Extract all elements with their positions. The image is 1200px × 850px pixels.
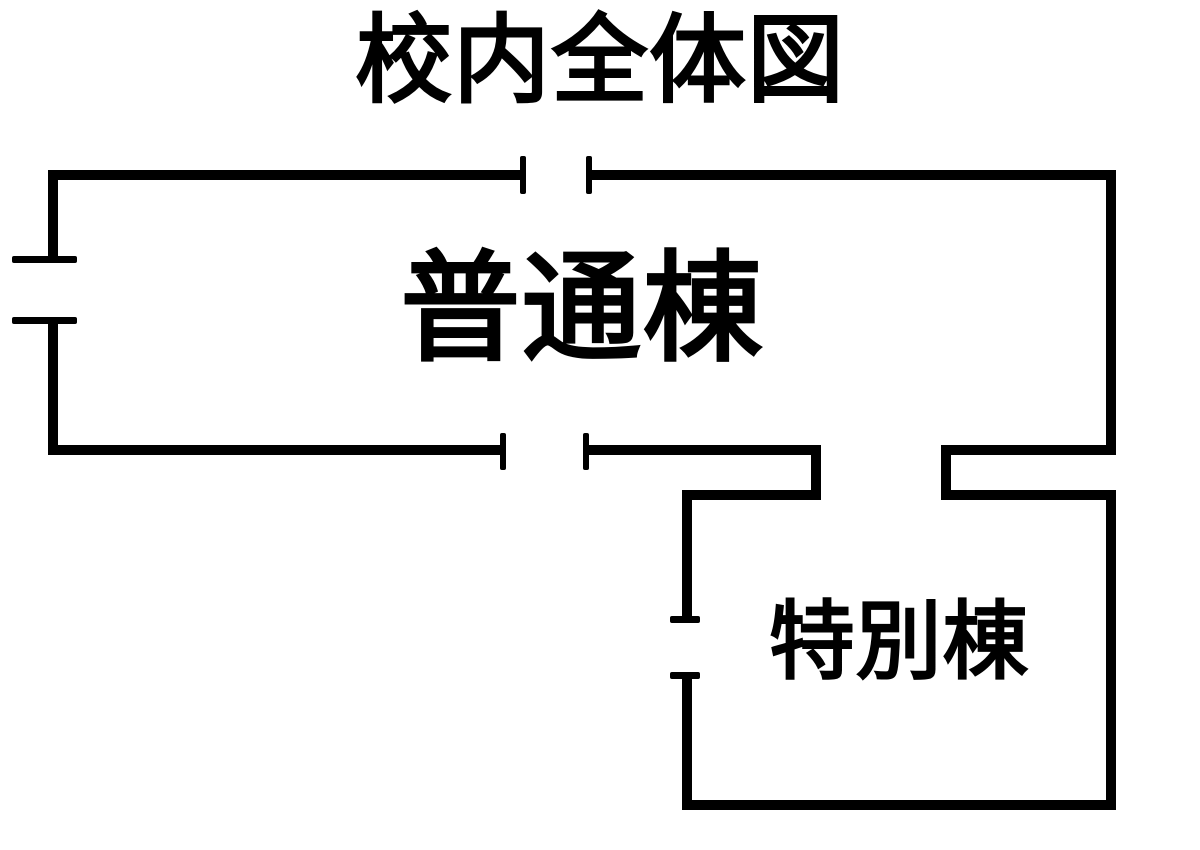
page-title: 校内全体図 xyxy=(355,4,845,117)
corridor-left-wall xyxy=(811,445,821,500)
special-left-entrance-tick-lower-icon xyxy=(670,672,700,679)
main-building-bottom-wall-middle-segment xyxy=(586,445,821,455)
main-top-entrance-tick-right-icon xyxy=(586,156,592,194)
main-left-entrance-tick-upper-icon xyxy=(12,256,77,263)
main-building-left-wall-lower-segment xyxy=(48,320,58,455)
special-building-top-wall-left-segment xyxy=(682,490,821,500)
main-building-bottom-wall-right-segment xyxy=(941,445,1116,455)
main-bottom-entrance-tick-left-icon xyxy=(500,433,506,470)
special-building-top-wall-right-segment xyxy=(941,490,1116,500)
special-building-left-wall-upper-segment xyxy=(682,490,692,620)
main-building-label: 普通棟 xyxy=(400,240,764,379)
special-building-right-wall xyxy=(1106,490,1116,810)
main-left-entrance-tick-lower-icon xyxy=(12,317,77,324)
special-left-entrance-tick-upper-icon xyxy=(670,616,700,623)
corridor-right-wall xyxy=(941,445,951,500)
special-building-left-wall-lower-segment xyxy=(682,677,692,810)
main-building-right-wall xyxy=(1106,170,1116,455)
main-building-top-wall-left-segment xyxy=(48,170,523,180)
special-building-bottom-wall xyxy=(682,800,1116,810)
special-building-label: 特別棟 xyxy=(768,592,1030,692)
main-building-top-wall-right-segment xyxy=(588,170,1116,180)
main-building-left-wall-upper-segment xyxy=(48,170,58,262)
main-building-bottom-wall-left-segment xyxy=(48,445,503,455)
main-top-entrance-tick-left-icon xyxy=(520,156,526,194)
